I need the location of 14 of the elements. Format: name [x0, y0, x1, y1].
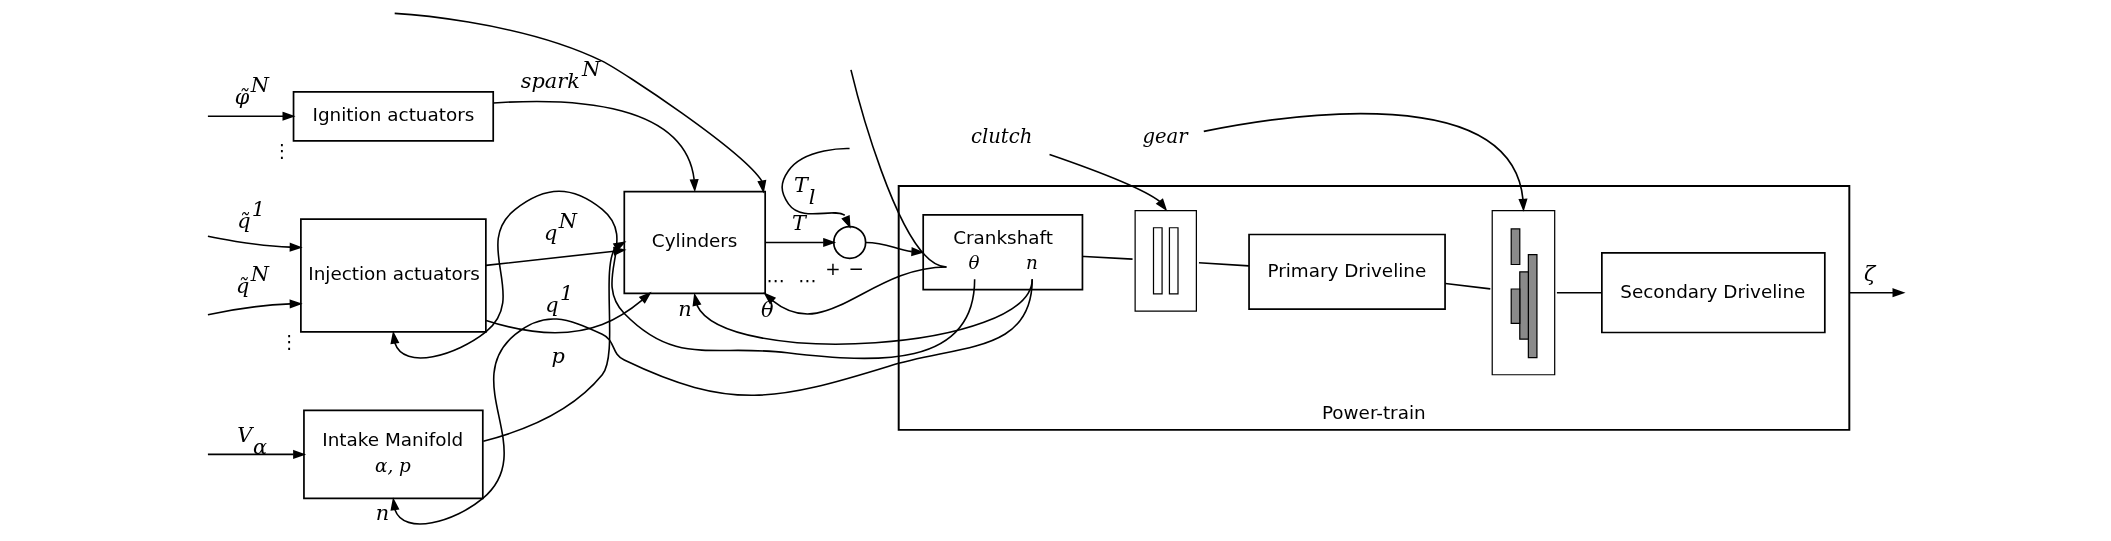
edge-label: θ	[761, 298, 774, 323]
edge-label: ζ	[1864, 261, 1876, 286]
edge-label: n	[678, 297, 692, 322]
node-label: +	[825, 257, 841, 279]
edge-label: n	[375, 501, 390, 526]
node-label: −	[848, 257, 864, 279]
node-label: ⋮	[272, 140, 292, 162]
node-text: clutch	[970, 124, 1033, 148]
edge-label: p	[551, 343, 565, 368]
edge-label: T	[792, 211, 807, 236]
node-label: ⋮	[280, 331, 299, 353]
node-label: ⋯	[766, 269, 785, 291]
node-text: gear	[1142, 124, 1188, 148]
node-label: ⋯	[798, 269, 817, 291]
